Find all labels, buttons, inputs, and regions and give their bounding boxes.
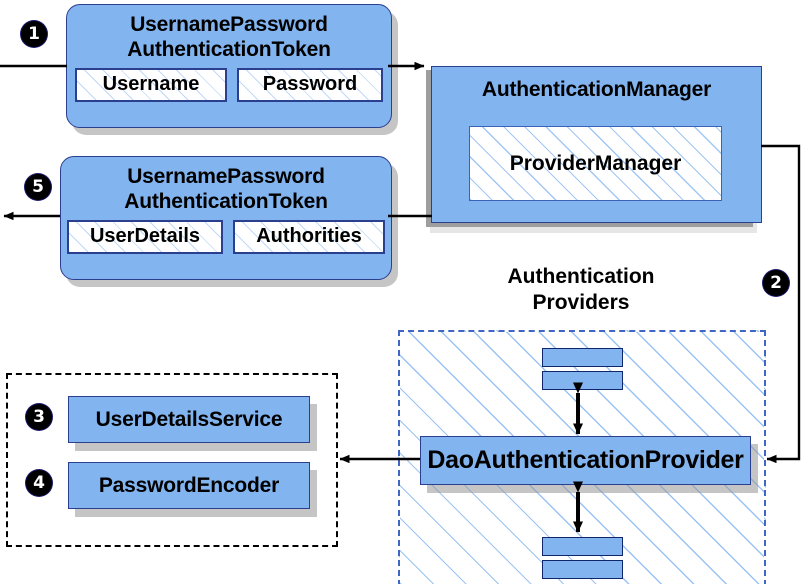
authentication-manager-title: AuthenticationManager [481,78,712,101]
field-password: Password [237,68,383,102]
password-encoder-card: PasswordEncoder [68,462,310,509]
step-badge-1: 1 [21,21,47,47]
response-token-fields: UserDetails Authorities [61,220,391,254]
authentication-providers-label: Authentication Providers [470,264,692,316]
step-badge-3: 3 [26,404,52,430]
field-authorities: Authorities [233,220,385,254]
user-details-service-card: UserDetailsService [68,396,310,443]
request-token-title-line1: UsernamePassword [130,13,328,36]
response-token-title: UsernamePassword AuthenticationToken [61,157,391,214]
step-badge-4: 4 [26,470,52,496]
authentication-manager-card: AuthenticationManager ProviderManager [431,66,762,223]
step-badge-5: 5 [25,174,51,200]
authentication-providers-label-line2: Providers [532,291,630,314]
response-token-title-line1: UsernamePassword [127,165,325,188]
provider-manager-box: ProviderManager [469,126,722,201]
field-username: Username [75,68,227,102]
authentication-providers-label-line1: Authentication [507,265,655,288]
request-token-title-line2: AuthenticationToken [127,38,331,61]
connector-manager-to-provider [761,144,801,464]
response-token-title-line2: AuthenticationToken [124,190,328,213]
request-token-title: UsernamePassword AuthenticationToken [67,5,391,62]
field-userdetails: UserDetails [67,220,223,254]
request-token-fields: Username Password [67,68,391,102]
response-authentication-token-card: UsernamePassword AuthenticationToken Use… [60,156,392,280]
other-provider-bar-top-1 [542,348,623,367]
other-provider-bar-bottom-2 [542,560,623,579]
dao-authentication-provider-card: DaoAuthenticationProvider [420,436,751,485]
step-badge-2: 2 [763,270,789,296]
other-provider-bar-bottom-1 [542,537,623,556]
